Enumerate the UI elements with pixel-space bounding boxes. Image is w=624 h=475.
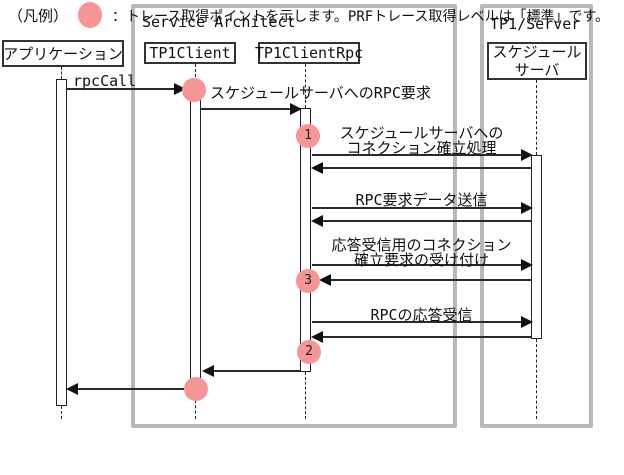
arrow-response-connection-return	[319, 274, 531, 286]
arrow-rpc-response-return	[311, 331, 531, 343]
arrow-rpc-data-send	[312, 202, 533, 214]
lifeline-tp1client-bottom	[195, 400, 196, 419]
frame-service-architect	[131, 4, 457, 428]
label-response-connection-line1: 応答受信用のコネクション	[331, 236, 512, 254]
arrow-rpc-data-send-return	[311, 215, 531, 227]
activation-schedule-server	[531, 155, 542, 339]
activation-application	[56, 79, 67, 406]
actor-tp1clientrpc: TP1ClientRpc	[254, 42, 364, 64]
trace-point-2: 2	[297, 340, 321, 364]
arrow-rpc-request	[201, 103, 302, 115]
label-rpccall: rpcCall	[73, 72, 137, 90]
lifeline-tp1client-top	[195, 64, 196, 82]
arrow-connection-establish-return	[311, 162, 531, 174]
actor-tp1client: TP1Client	[144, 42, 236, 64]
frame-service-architect-label: Service Architect	[142, 13, 296, 31]
label-connection-establish-line2: コネクション確立処理	[346, 139, 497, 157]
actor-schedule-server-label-line2: サーバ	[514, 61, 560, 79]
trace-point-rpc-return	[184, 377, 208, 401]
label-rpc-request: スケジュールサーバへのRPC要求	[210, 84, 431, 102]
activation-tp1clientrpc	[300, 108, 311, 372]
trace-point-1: 1	[296, 124, 320, 148]
lifeline-schedule-server-top	[536, 80, 537, 155]
frame-tp1-server-label: TP1/Server	[490, 15, 581, 33]
lifeline-tp1clientrpc-bottom	[305, 372, 306, 419]
label-connection-establish-line1: スケジュールサーバへの	[339, 124, 504, 142]
trace-point-rpc-start	[182, 78, 206, 102]
arrow-connection-establish	[312, 149, 533, 161]
activation-tp1client	[190, 86, 201, 394]
arrow-rpc-to-tp1client-return	[202, 365, 300, 377]
actor-application-label: アプリケーション	[3, 44, 123, 63]
actor-application: アプリケーション	[2, 40, 124, 67]
label-rpc-data-send: RPC要求データ送信	[355, 191, 488, 209]
trace-point-legend-icon	[78, 2, 102, 28]
legend-description: ：トレース取得ポイントを示します。PRFトレース取得レベルは「標準」です。	[112, 9, 610, 25]
actor-tp1clientrpc-label: TP1ClientRpc	[254, 44, 364, 62]
arrow-rpc-response	[312, 316, 533, 328]
label-rpc-response: RPCの応答受信	[370, 306, 473, 324]
arrow-tp1client-to-app-return	[66, 383, 184, 395]
arrow-response-connection	[312, 259, 533, 271]
lifeline-tp1clientrpc-top	[305, 64, 306, 108]
actor-schedule-server-label-line1: スケジュール	[492, 43, 582, 61]
trace-point-3: 3	[296, 269, 320, 293]
lifeline-schedule-server-bottom	[536, 339, 537, 419]
legend-caption: （凡例）	[8, 7, 69, 25]
frame-tp1-server	[480, 4, 593, 428]
actor-schedule-server: スケジュール サーバ	[487, 42, 587, 80]
actor-tp1client-label: TP1Client	[149, 44, 231, 62]
legend: （凡例） ：トレース取得ポイントを示します。PRFトレース取得レベルは「標準」で…	[0, 0, 624, 30]
lifeline-application-bottom	[61, 406, 62, 419]
lifeline-application-top	[61, 67, 62, 79]
label-response-connection-line2: 確立要求の受け付け	[353, 251, 489, 269]
